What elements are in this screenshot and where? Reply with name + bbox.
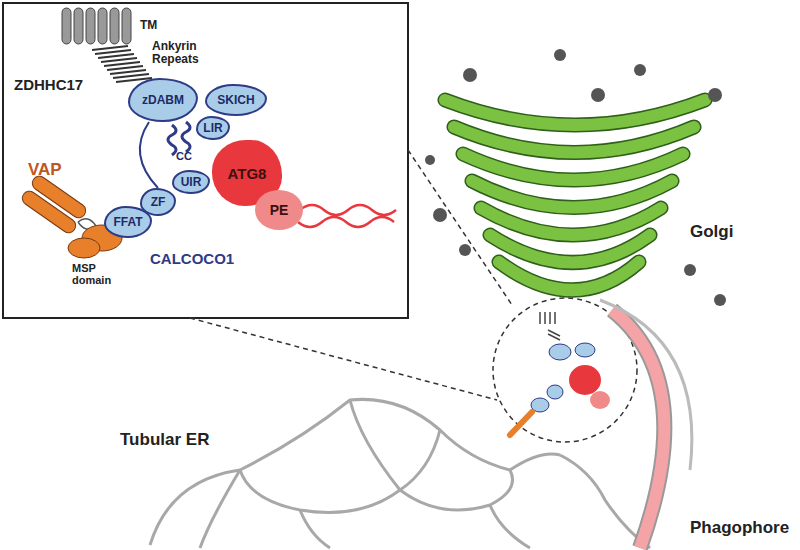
pe-lipid: PE <box>255 190 303 230</box>
lipid-tails <box>298 205 396 227</box>
text-label: CC <box>176 150 192 162</box>
domain-label: PE <box>270 202 289 218</box>
vesicles <box>425 49 726 306</box>
mini-complex <box>510 312 610 435</box>
inset-frame <box>3 3 408 318</box>
text-label: Tubular ER <box>120 430 209 450</box>
text-label: Ankyrin Repeats <box>152 40 222 66</box>
domain-label: ATG8 <box>228 165 267 182</box>
text-label: Golgi <box>690 222 733 242</box>
domain-label: FFAT <box>113 215 142 229</box>
text-label: CALCOCO1 <box>150 250 234 267</box>
linker-line <box>140 122 158 188</box>
phagophore <box>612 310 664 548</box>
tm-helices <box>62 8 131 44</box>
phagophore-membrane <box>600 300 692 470</box>
domain-label: LIR <box>203 121 222 135</box>
domain-label: SKICH <box>217 93 254 107</box>
golgi-stacks <box>445 100 705 290</box>
text-label: MSP domain <box>72 262 132 286</box>
text-label: TM <box>140 18 157 32</box>
domain-label: ZF <box>151 195 166 209</box>
text-label: Phagophore <box>690 518 789 538</box>
phagophore-outline <box>612 310 664 548</box>
domain-label: UIR <box>181 175 202 189</box>
domain-label: zDABM <box>142 93 184 107</box>
ankyrin-repeats <box>92 46 152 82</box>
text-label: ZDHHC17 <box>14 76 83 93</box>
text-label: VAP <box>28 160 62 180</box>
tubular-er <box>150 399 650 548</box>
